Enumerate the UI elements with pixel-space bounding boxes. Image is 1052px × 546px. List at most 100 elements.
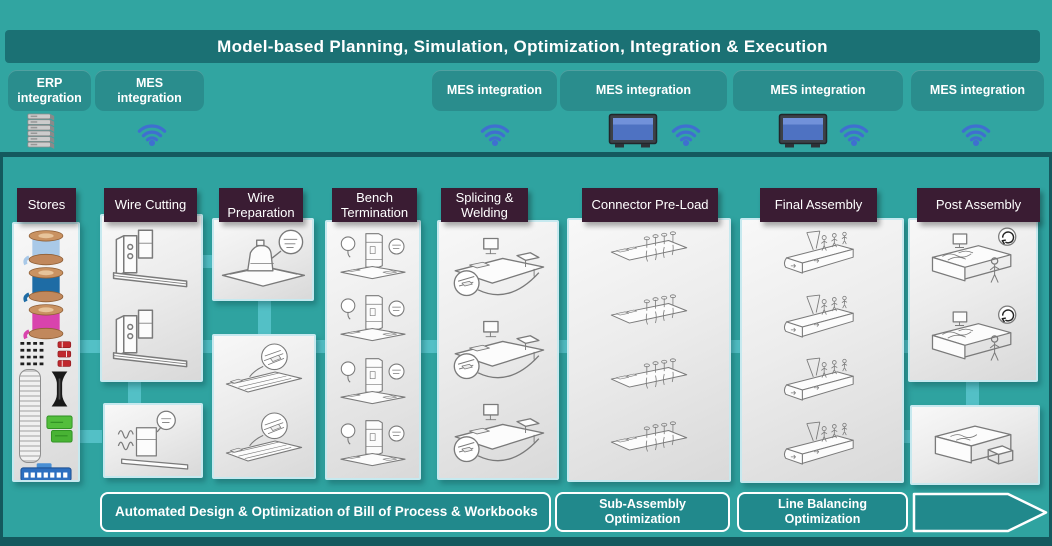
automated-design-optimization-label: Automated Design & Optimization of Bill … bbox=[115, 503, 538, 519]
termination-station-illustration bbox=[329, 353, 417, 410]
inspection-bench-illustration bbox=[914, 225, 1032, 297]
wire-preparation-box-1 bbox=[212, 218, 314, 301]
assembly-line-illustration bbox=[746, 417, 898, 475]
mes-integration-chip-3: MES integration bbox=[560, 70, 727, 111]
wire-bundles-icon bbox=[17, 340, 75, 369]
mes-integration-chip-2: MES integration bbox=[432, 70, 557, 111]
station-label: Wire Preparation bbox=[227, 189, 295, 220]
mes-integration-chip-4: MES integration bbox=[733, 70, 903, 111]
terminal-block-icon bbox=[20, 463, 72, 482]
wifi-icon bbox=[836, 118, 872, 148]
assembly-line-illustration bbox=[746, 353, 898, 411]
mes-integration-label-4: MES integration bbox=[770, 83, 866, 97]
station-header-wire-preparation: Wire Preparation bbox=[219, 188, 303, 222]
station-header-bench-termination: Bench Termination bbox=[332, 188, 417, 222]
flow-connector bbox=[313, 340, 327, 353]
wifi-icon bbox=[134, 118, 170, 148]
station-label: Connector Pre-Load bbox=[591, 197, 709, 213]
flow-connector bbox=[201, 340, 214, 353]
monitor-icon bbox=[608, 113, 658, 149]
chevron-right-icon bbox=[912, 492, 1048, 533]
monitor-icon bbox=[778, 113, 828, 149]
flow-connector bbox=[201, 255, 214, 268]
splicing-station-illustration bbox=[442, 229, 554, 305]
flow-connector bbox=[902, 340, 910, 353]
station-label: Bench Termination bbox=[340, 189, 409, 220]
termination-station-illustration bbox=[329, 228, 417, 285]
flow-connector bbox=[128, 380, 141, 405]
termination-station-illustration bbox=[329, 290, 417, 347]
cutting-machine-illustration bbox=[104, 301, 199, 375]
wire-cutting-box-2 bbox=[103, 403, 203, 478]
station-header-post-assembly: Post Assembly bbox=[917, 188, 1040, 222]
wire-cutting-box-1 bbox=[100, 214, 203, 382]
inspection-bench-illustration bbox=[914, 303, 1032, 375]
station-header-final-assembly: Final Assembly bbox=[760, 188, 877, 222]
flow-connector bbox=[729, 340, 742, 353]
connector-preload-box bbox=[567, 218, 731, 482]
mes-integration-label-5: MES integration bbox=[929, 83, 1026, 97]
mes-integration-chip-5: MES integration bbox=[911, 70, 1044, 111]
preload-board-illustration bbox=[573, 226, 725, 284]
splicing-station-illustration bbox=[442, 312, 554, 388]
wifi-icon bbox=[477, 118, 513, 148]
line-balancing-optimization-box: Line Balancing Optimization bbox=[737, 492, 908, 532]
flow-connector bbox=[966, 380, 979, 405]
cutting-machine-illustration bbox=[104, 221, 199, 295]
station-label: Wire Cutting bbox=[114, 197, 187, 213]
station-label: Post Assembly bbox=[935, 197, 1022, 213]
flow-connector bbox=[78, 430, 102, 443]
final-assembly-box bbox=[740, 218, 904, 483]
wire-spool-icon bbox=[20, 266, 72, 303]
connector-housing-icon bbox=[46, 414, 73, 445]
bench-termination-box bbox=[325, 220, 421, 480]
erp-integration-chip: ERP integration bbox=[8, 70, 91, 111]
station-header-connector-preload: Connector Pre-Load bbox=[582, 188, 718, 222]
terminal-applicator-illustration bbox=[216, 224, 310, 296]
wifi-icon bbox=[668, 118, 704, 148]
grommet-icon bbox=[49, 369, 70, 409]
preload-board-illustration bbox=[573, 289, 725, 347]
station-header-wire-cutting: Wire Cutting bbox=[104, 188, 197, 222]
post-assembly-box-1 bbox=[908, 218, 1038, 382]
flow-connector bbox=[419, 340, 439, 353]
assembly-line-illustration bbox=[746, 290, 898, 348]
mes-integration-label-2: MES integration bbox=[446, 83, 543, 97]
corrugated-tube-icon bbox=[19, 369, 41, 463]
sub-assembly-optimization-box: Sub-Assembly Optimization bbox=[555, 492, 730, 532]
prep-board-illustration bbox=[216, 409, 312, 473]
stores-materials-row bbox=[19, 369, 73, 463]
flow-connector bbox=[258, 299, 271, 336]
prep-board-illustration bbox=[216, 340, 312, 404]
erp-integration-label: ERP integration bbox=[17, 75, 82, 105]
mes-integration-label-1: MES integration bbox=[117, 75, 182, 105]
wifi-icon bbox=[958, 118, 994, 148]
station-label: Final Assembly bbox=[774, 197, 863, 213]
packing-crate-illustration bbox=[919, 412, 1031, 478]
splicing-station-illustration bbox=[442, 395, 554, 471]
post-assembly-box-2 bbox=[910, 405, 1040, 485]
automated-design-optimization-box: Automated Design & Optimization of Bill … bbox=[100, 492, 551, 532]
flow-connector bbox=[557, 340, 569, 353]
station-label: Stores bbox=[27, 197, 66, 213]
termination-station-illustration bbox=[329, 415, 417, 472]
station-header-splicing-welding: Splicing & Welding bbox=[441, 188, 528, 222]
station-label: Splicing & Welding bbox=[455, 189, 514, 220]
stores-box bbox=[12, 222, 80, 482]
wire-preparation-box-2 bbox=[212, 334, 316, 479]
sub-assembly-optimization-label: Sub-Assembly Optimization bbox=[599, 497, 686, 526]
wire-spool-icon bbox=[20, 303, 72, 340]
wire-spool-icon bbox=[20, 229, 72, 266]
flow-connector bbox=[78, 340, 102, 353]
station-header-stores: Stores bbox=[17, 188, 76, 222]
main-title: Model-based Planning, Simulation, Optimi… bbox=[217, 36, 828, 56]
server-icon bbox=[25, 111, 57, 151]
mes-integration-chip-1: MES integration bbox=[95, 70, 204, 111]
assembly-line-illustration bbox=[746, 226, 898, 284]
mes-integration-label-3: MES integration bbox=[595, 83, 692, 97]
line-balancing-optimization-label: Line Balancing Optimization bbox=[778, 497, 867, 526]
preload-board-illustration bbox=[573, 353, 725, 411]
cutting-machine-detail-illustration bbox=[107, 408, 199, 474]
main-title-banner: Model-based Planning, Simulation, Optimi… bbox=[5, 30, 1040, 63]
